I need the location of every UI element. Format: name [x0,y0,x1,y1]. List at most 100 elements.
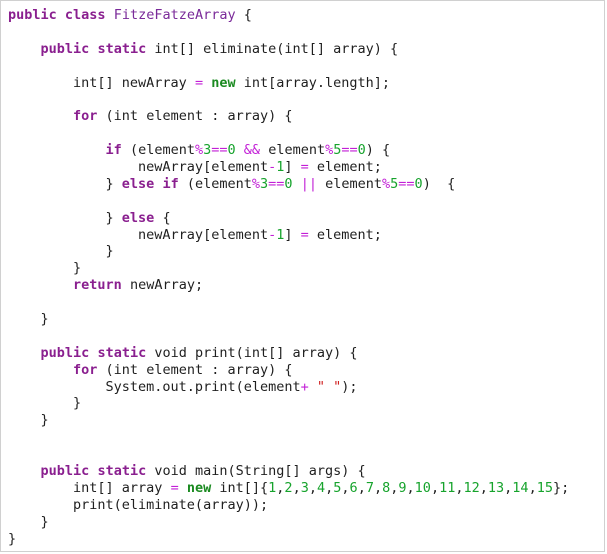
code-token: == [211,142,228,159]
code-token: class [64,7,106,23]
code-token: public [40,463,90,480]
code-line: } [8,412,569,429]
code-token: 3 [203,142,212,159]
code-token: 5 [333,142,342,159]
code-token: } [8,209,122,226]
code-line [8,193,569,210]
code-token: return [73,277,122,294]
code-token: System.out.print(element [8,378,301,395]
code-token: + [300,378,309,395]
code-line: } [8,311,569,328]
code-token: static [97,40,147,57]
code-line [8,58,569,75]
code-token [8,463,41,479]
code-token: || [300,175,317,192]
code-token: } [8,395,82,412]
code-token [8,41,41,57]
code-token: , [390,479,399,496]
code-token: public [40,40,90,57]
code-line [8,294,569,311]
code-token: } [8,530,17,547]
code-token: 0 [357,142,366,159]
code-token: " " [316,378,342,395]
code-token: 3 [260,175,269,192]
code-token: 12 [463,479,480,496]
code-token: static [97,344,147,361]
code-token: , [504,479,513,496]
code-token: int[] array [8,479,171,496]
code-token: = [194,74,204,91]
code-token [179,480,187,496]
code-line: System.out.print(element+ " "); [8,379,569,396]
code-line [8,429,569,446]
code-token: (int element : array) { [97,361,293,378]
code-token: 11 [439,479,456,496]
code-token: }; [552,479,570,496]
code-token: , [528,479,537,496]
code-token: public [40,344,90,361]
code-token: 7 [365,479,374,496]
code-line: int[] newArray = new int[array.length]; [8,75,569,92]
code-token [106,7,114,23]
code-token: newArray[element [8,226,269,243]
code-token: , [276,479,285,496]
code-token: { [154,209,171,226]
code-token: ); [341,378,358,395]
code-token: (int element : array) { [97,108,293,125]
code-token: } [8,513,49,530]
code-token: 9 [398,479,407,496]
code-token: element [260,142,326,159]
code-token: int[] newArray [8,74,195,91]
code-token: % [325,142,334,159]
code-token: 14 [512,479,529,496]
code-token: == [341,142,358,159]
code-line: public static void main(String[] args) { [8,463,569,480]
code-token: for [73,108,98,125]
code-token: } [8,412,49,429]
code-token: void print(int[] array) { [146,344,358,361]
code-line: public static void print(int[] array) { [8,345,569,362]
code-line: } else if (element%3==0 || element%5==0)… [8,176,569,193]
code-token: for [73,361,98,378]
code-token: 5 [333,479,342,496]
code-token: if [105,142,122,159]
code-token: else [121,175,155,192]
code-listing[interactable]: public class FitzeFatzeArray { public st… [8,7,569,548]
code-token: } [8,311,49,328]
code-token: ] [284,226,301,243]
code-token: ] [284,159,301,176]
code-token: , [406,479,415,496]
code-token: { [235,7,252,23]
code-token: FitzeFatzeArray [113,7,236,23]
code-token: , [430,479,440,496]
code-token: if [162,175,179,192]
code-token [293,176,301,192]
code-token [203,75,211,91]
code-line: if (element%3==0 && element%5==0) { [8,142,569,159]
code-line: return newArray; [8,277,569,294]
code-token: 0 [284,175,293,192]
code-token: , [373,479,383,496]
code-line: } else { [8,210,569,227]
code-token: , [292,479,301,496]
code-line: newArray[element-1] = element; [8,159,569,176]
code-token: print(eliminate(array)); [8,496,269,513]
code-token: , [479,479,488,496]
code-token: % [251,175,261,192]
code-line: public class FitzeFatzeArray { [8,7,569,24]
code-token: = [170,479,179,496]
code-token: (element [121,142,195,159]
code-token: newArray; [121,277,204,294]
code-token: } [8,243,114,260]
code-token: - [268,226,277,243]
code-token: = [300,226,309,243]
code-token [8,108,73,124]
code-line: print(eliminate(array)); [8,497,569,514]
code-token: 1 [268,479,277,496]
code-token [8,277,73,293]
code-token: 13 [487,479,505,496]
code-line [8,328,569,345]
code-token [8,362,73,378]
code-token: , [325,479,334,496]
